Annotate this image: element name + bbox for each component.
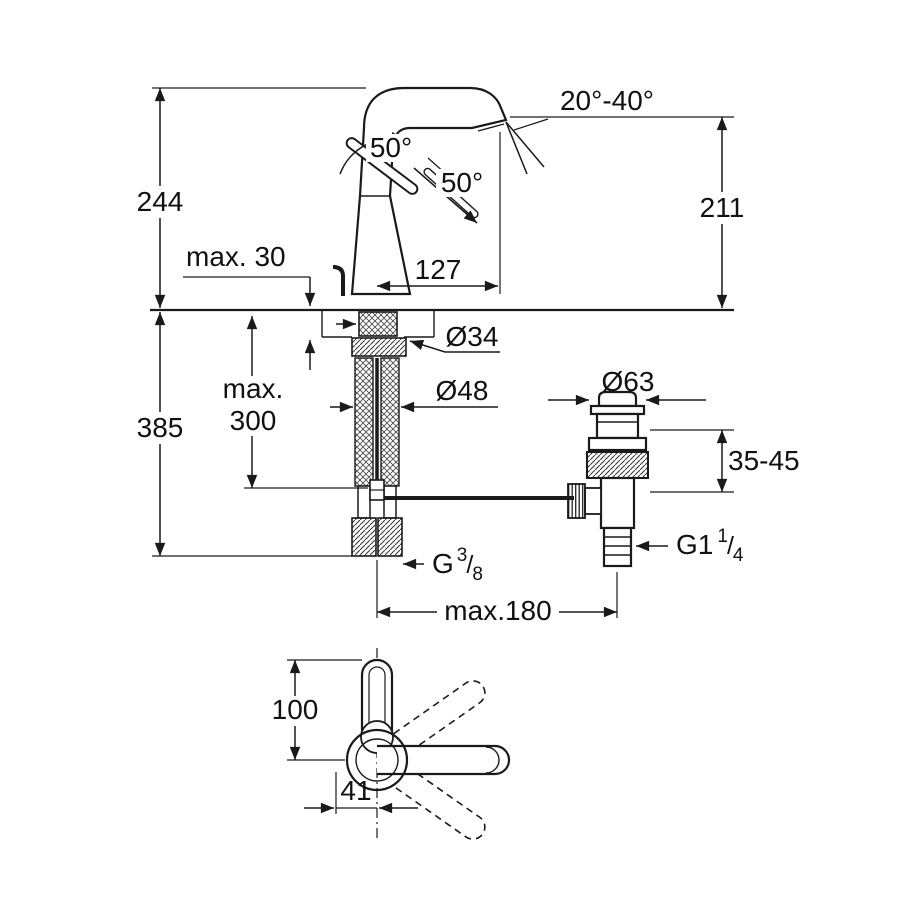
dim-max180: max.180 [376,560,618,627]
g38-slash: / [466,551,473,579]
g38-numerator: 3 [457,545,468,566]
label-mask [436,169,488,197]
hose-tail-left [357,485,371,519]
dim-label-d63: Ø63 [602,366,655,397]
waste-ball-housing [584,487,602,515]
mounting-nut [351,337,407,357]
dim-label-50-top: 50° [370,132,412,163]
stream-ray-40 [505,121,545,168]
dim-385: 385 [133,312,352,557]
label-mask [222,376,284,436]
g114-slash: / [727,532,734,560]
popup-pull-rod-top [332,265,345,296]
g114-prefix: G1 [676,529,713,560]
label-mask [437,595,559,627]
dim-d48: Ø48 [330,375,498,413]
dim-35-45: 35-45 [650,429,800,493]
dim-label-385: 385 [137,412,184,443]
dim-211: 211 [510,116,749,308]
dim-label-211: 211 [700,192,745,223]
dim-d34: Ø34 [336,318,500,353]
dim-label-20-40: 20°-40° [560,85,654,116]
dim-label-100: 100 [272,694,319,725]
spout-swivel-down [393,766,486,840]
dim-50-top: 50° [366,132,418,163]
leader-line [409,339,500,353]
supply-hose-left [354,357,374,487]
plan-spout [377,744,511,776]
waste-flange [589,404,646,416]
dim-label-244: 244 [137,186,184,217]
g114-denominator: 4 [733,545,744,566]
dim-label-max180: max.180 [444,595,551,626]
waste-locknut [586,451,649,479]
waste-tube [599,476,636,530]
dim-max30: max. 30 [183,241,316,370]
waste-upper-body [595,412,640,440]
plan-body-circle [355,738,399,782]
dim-50-side: 50° [436,167,488,198]
hose-nut-right [377,517,403,557]
label-mask [695,192,749,224]
plan-base-circle [345,728,409,792]
dim-label-d48: Ø48 [436,375,489,406]
dim-label-d34: Ø34 [446,321,499,352]
dim-244: 244 [133,87,366,308]
dim-100: 100 [268,659,362,761]
hose-tail-right [383,485,397,519]
faucet-undermount [351,311,574,557]
deck-left-edge [321,310,352,338]
label-mask [268,696,322,726]
dim-label-50-side: 50° [441,167,483,198]
supply-hose-right [380,357,400,487]
stream-ray-20 [505,121,528,175]
dim-max300: max. 300 [222,316,368,489]
threaded-shank [358,311,398,337]
spout-tip-detail [477,123,505,132]
dim-label-300: 300 [230,405,277,436]
dim-label-41: 41 [340,775,371,806]
dim-label-max30: max. 30 [186,241,286,272]
waste-knurled-knob [567,483,586,519]
waste-collar [587,436,648,452]
dim-20-40: 20°-40° [513,85,671,131]
label-mask [133,412,187,444]
countertop-section [150,308,734,338]
tailpiece-thread-lines [604,536,631,556]
spout-swivel-up [393,680,486,754]
g38-denominator: 8 [472,564,483,585]
dim-127: 127 [377,132,501,294]
plan-spout-end-detail [485,746,500,774]
g114-numerator: 1 [717,526,728,547]
label-mask [366,134,418,162]
dim-label-35-45: 35-45 [728,445,800,476]
label-mask [545,86,671,116]
waste-tailpiece [602,526,633,568]
dim-label-max: max. [223,373,284,404]
waste-plug-cap [597,390,638,408]
dim-41: 41 [304,772,418,814]
leader-line [513,118,549,131]
g38-prefix: G [432,548,454,579]
dim-label-127: 127 [415,254,462,285]
popup-waste-assembly [567,390,649,568]
plan-view [345,648,511,840]
dim-d63: Ø63 [548,366,706,406]
handle-lever [345,137,419,195]
label-mask [133,186,187,218]
deck-right-edge [404,310,435,338]
hose-nut-left [351,517,377,557]
